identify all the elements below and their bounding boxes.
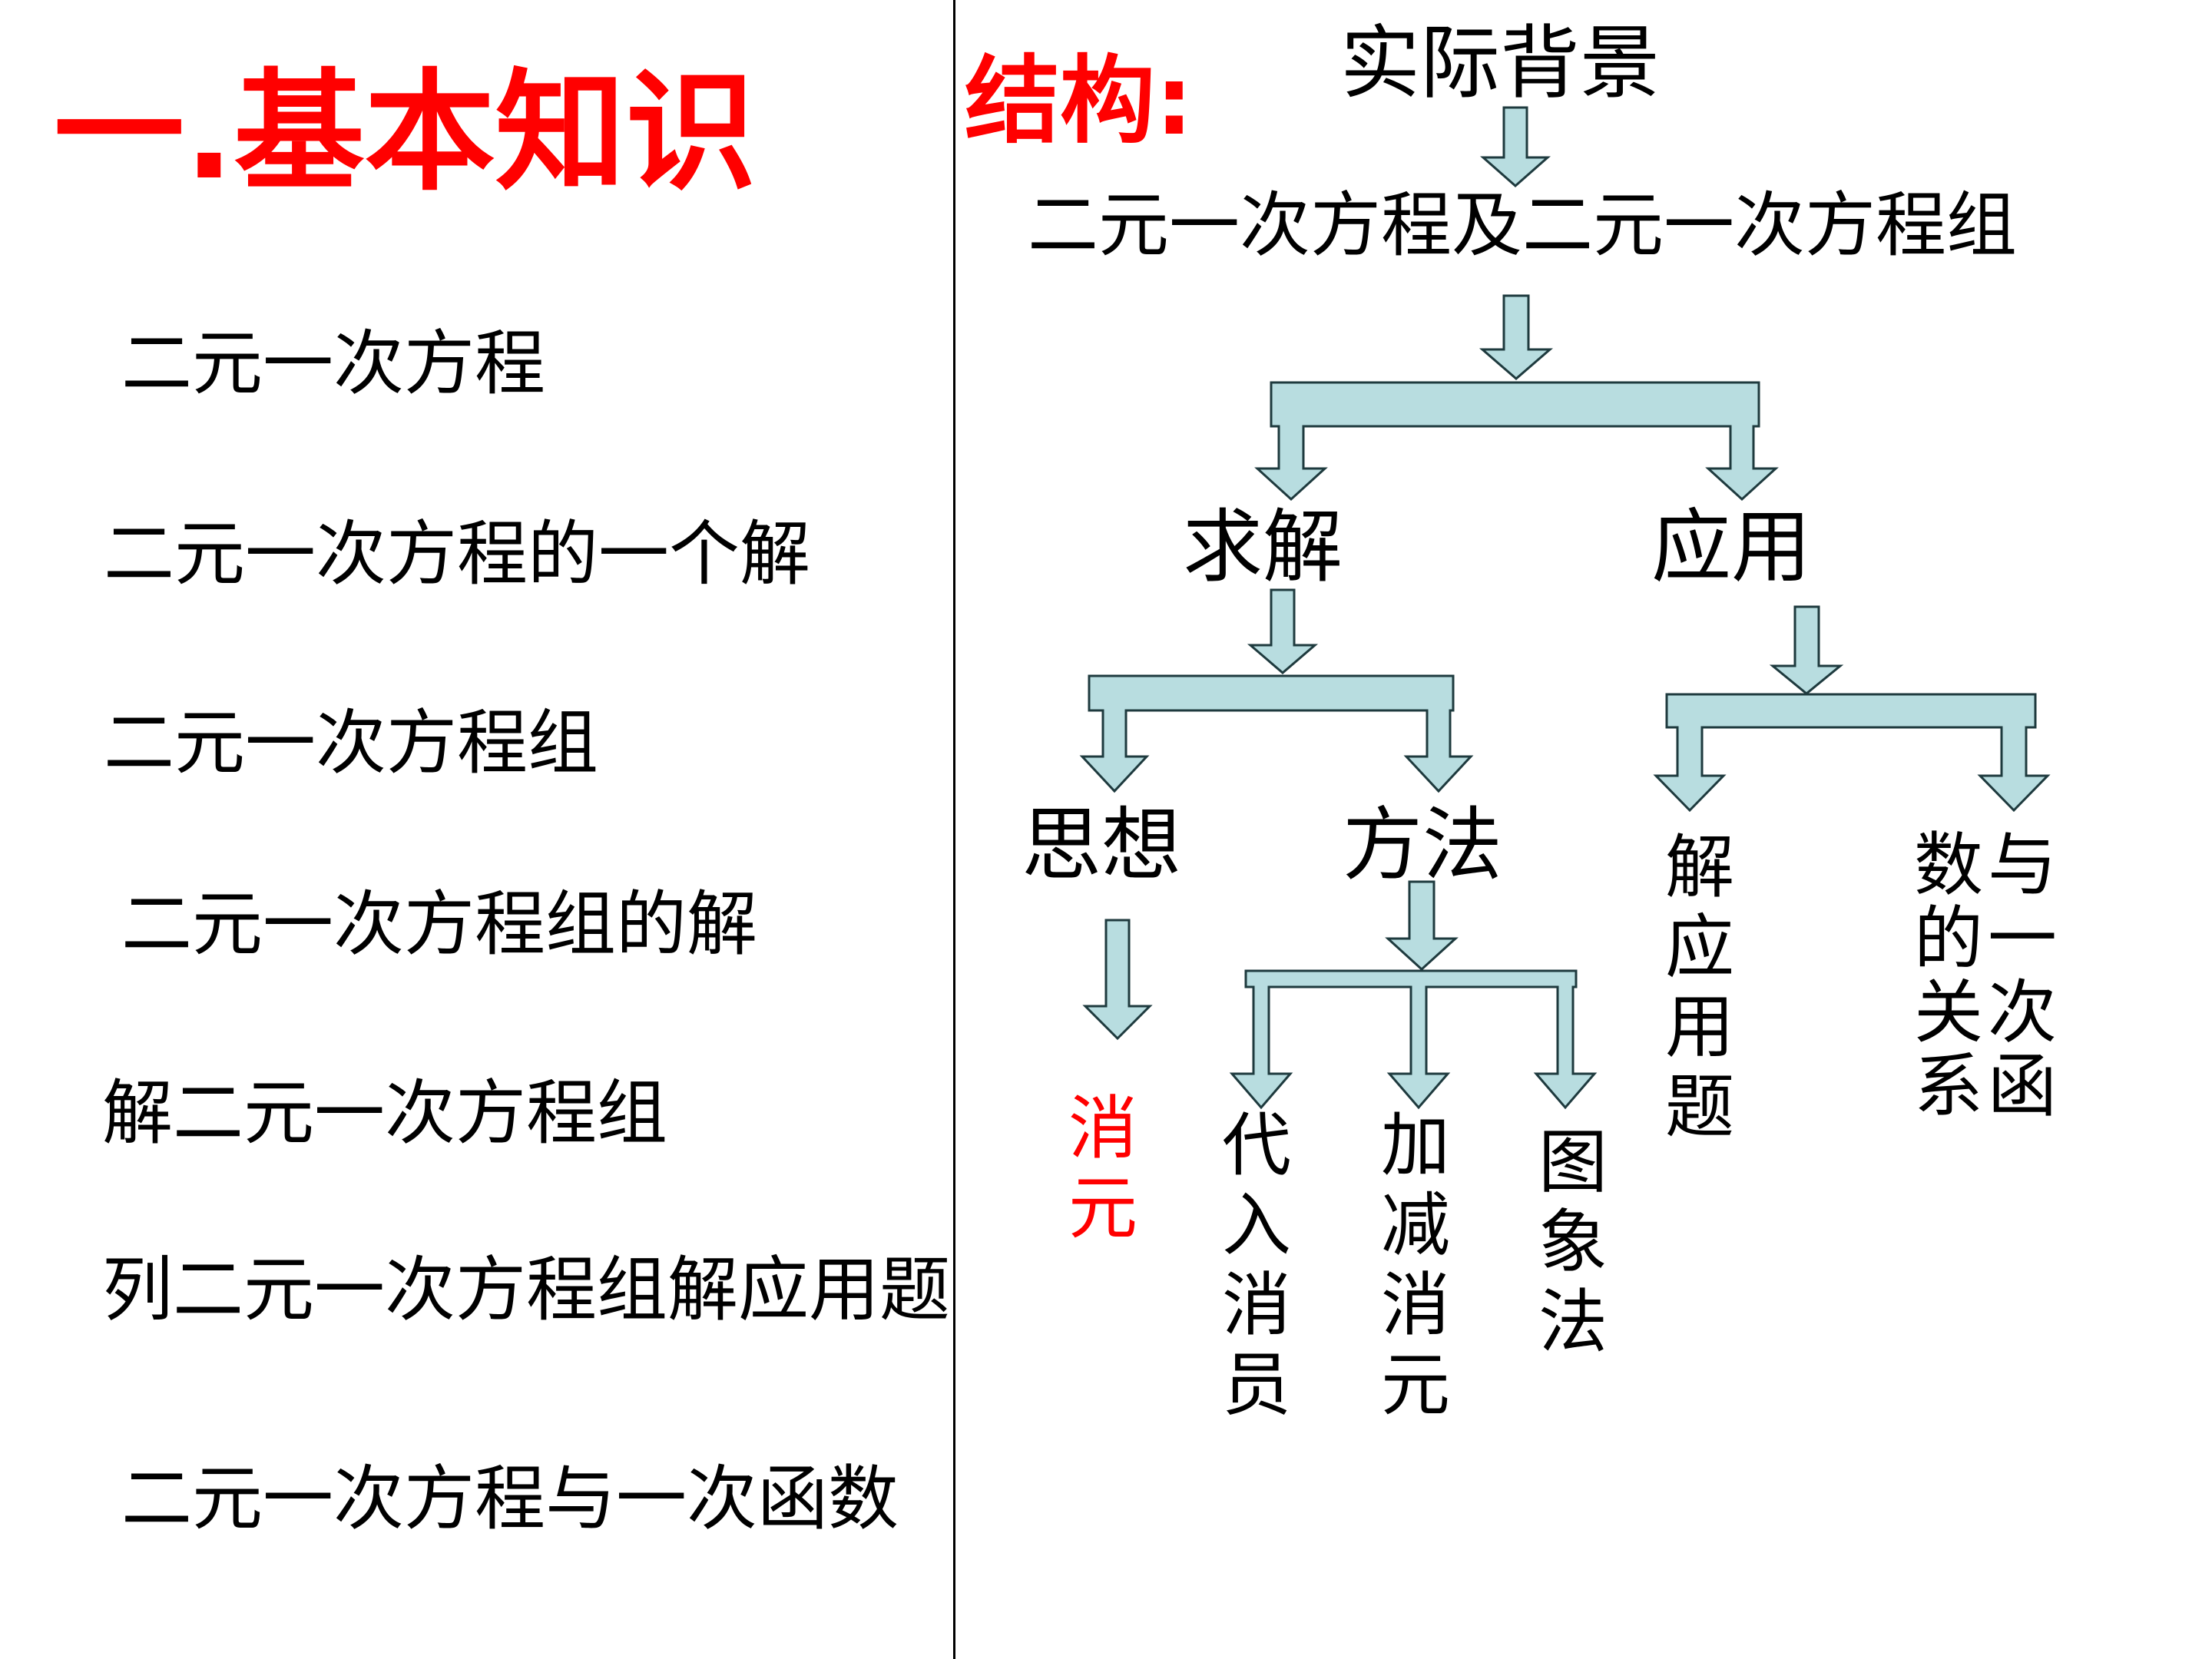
node-substitution: 代入消员 (1222, 1105, 1291, 1426)
node-addition: 加减消元 (1381, 1105, 1450, 1426)
arrow-down (1247, 588, 1319, 674)
page-title: 一.基本知识 (54, 57, 757, 209)
arrow-down (1082, 919, 1153, 1041)
node-topic: 二元一次方程及二元一次方程组 (1028, 184, 2018, 267)
knowledge-item: 二元一次方程组的解 (121, 883, 758, 965)
node-graphing: 图象法 (1538, 1122, 1608, 1363)
node-idea: 思想 (1022, 798, 1182, 892)
branch-bar (1079, 674, 1474, 793)
arrow-down (1480, 106, 1551, 187)
knowledge-item: 列二元一次方程组解应用题 (102, 1249, 951, 1331)
knowledge-item: 二元一次方程与一次函数 (121, 1458, 899, 1540)
node-word-problems: 解应用题 (1665, 827, 1734, 1147)
node-apply: 应用 (1651, 500, 1812, 594)
arrow-down (1769, 605, 1844, 695)
knowledge-item: 二元一次方程的一个解 (104, 513, 811, 595)
node-method: 方法 (1343, 798, 1503, 892)
node-solve: 求解 (1183, 500, 1343, 594)
branch-bar (1653, 693, 2051, 813)
column-divider (953, 0, 955, 1659)
structure-label: 结构: (965, 46, 1194, 157)
knowledge-item: 解二元一次方程组 (102, 1072, 668, 1154)
node-background: 实际背景 (1340, 16, 1661, 110)
node-elimination: 消元 (1068, 1088, 1137, 1249)
arrow-down (1385, 880, 1459, 972)
knowledge-item: 二元一次方程组 (104, 702, 599, 784)
branch-bar (1229, 969, 1598, 1110)
knowledge-item: 二元一次方程 (121, 323, 546, 405)
arrow-down (1479, 294, 1554, 380)
branch-bar (1254, 381, 1779, 502)
node-linear-function: 与一次函数的关系 (1902, 828, 2056, 1123)
